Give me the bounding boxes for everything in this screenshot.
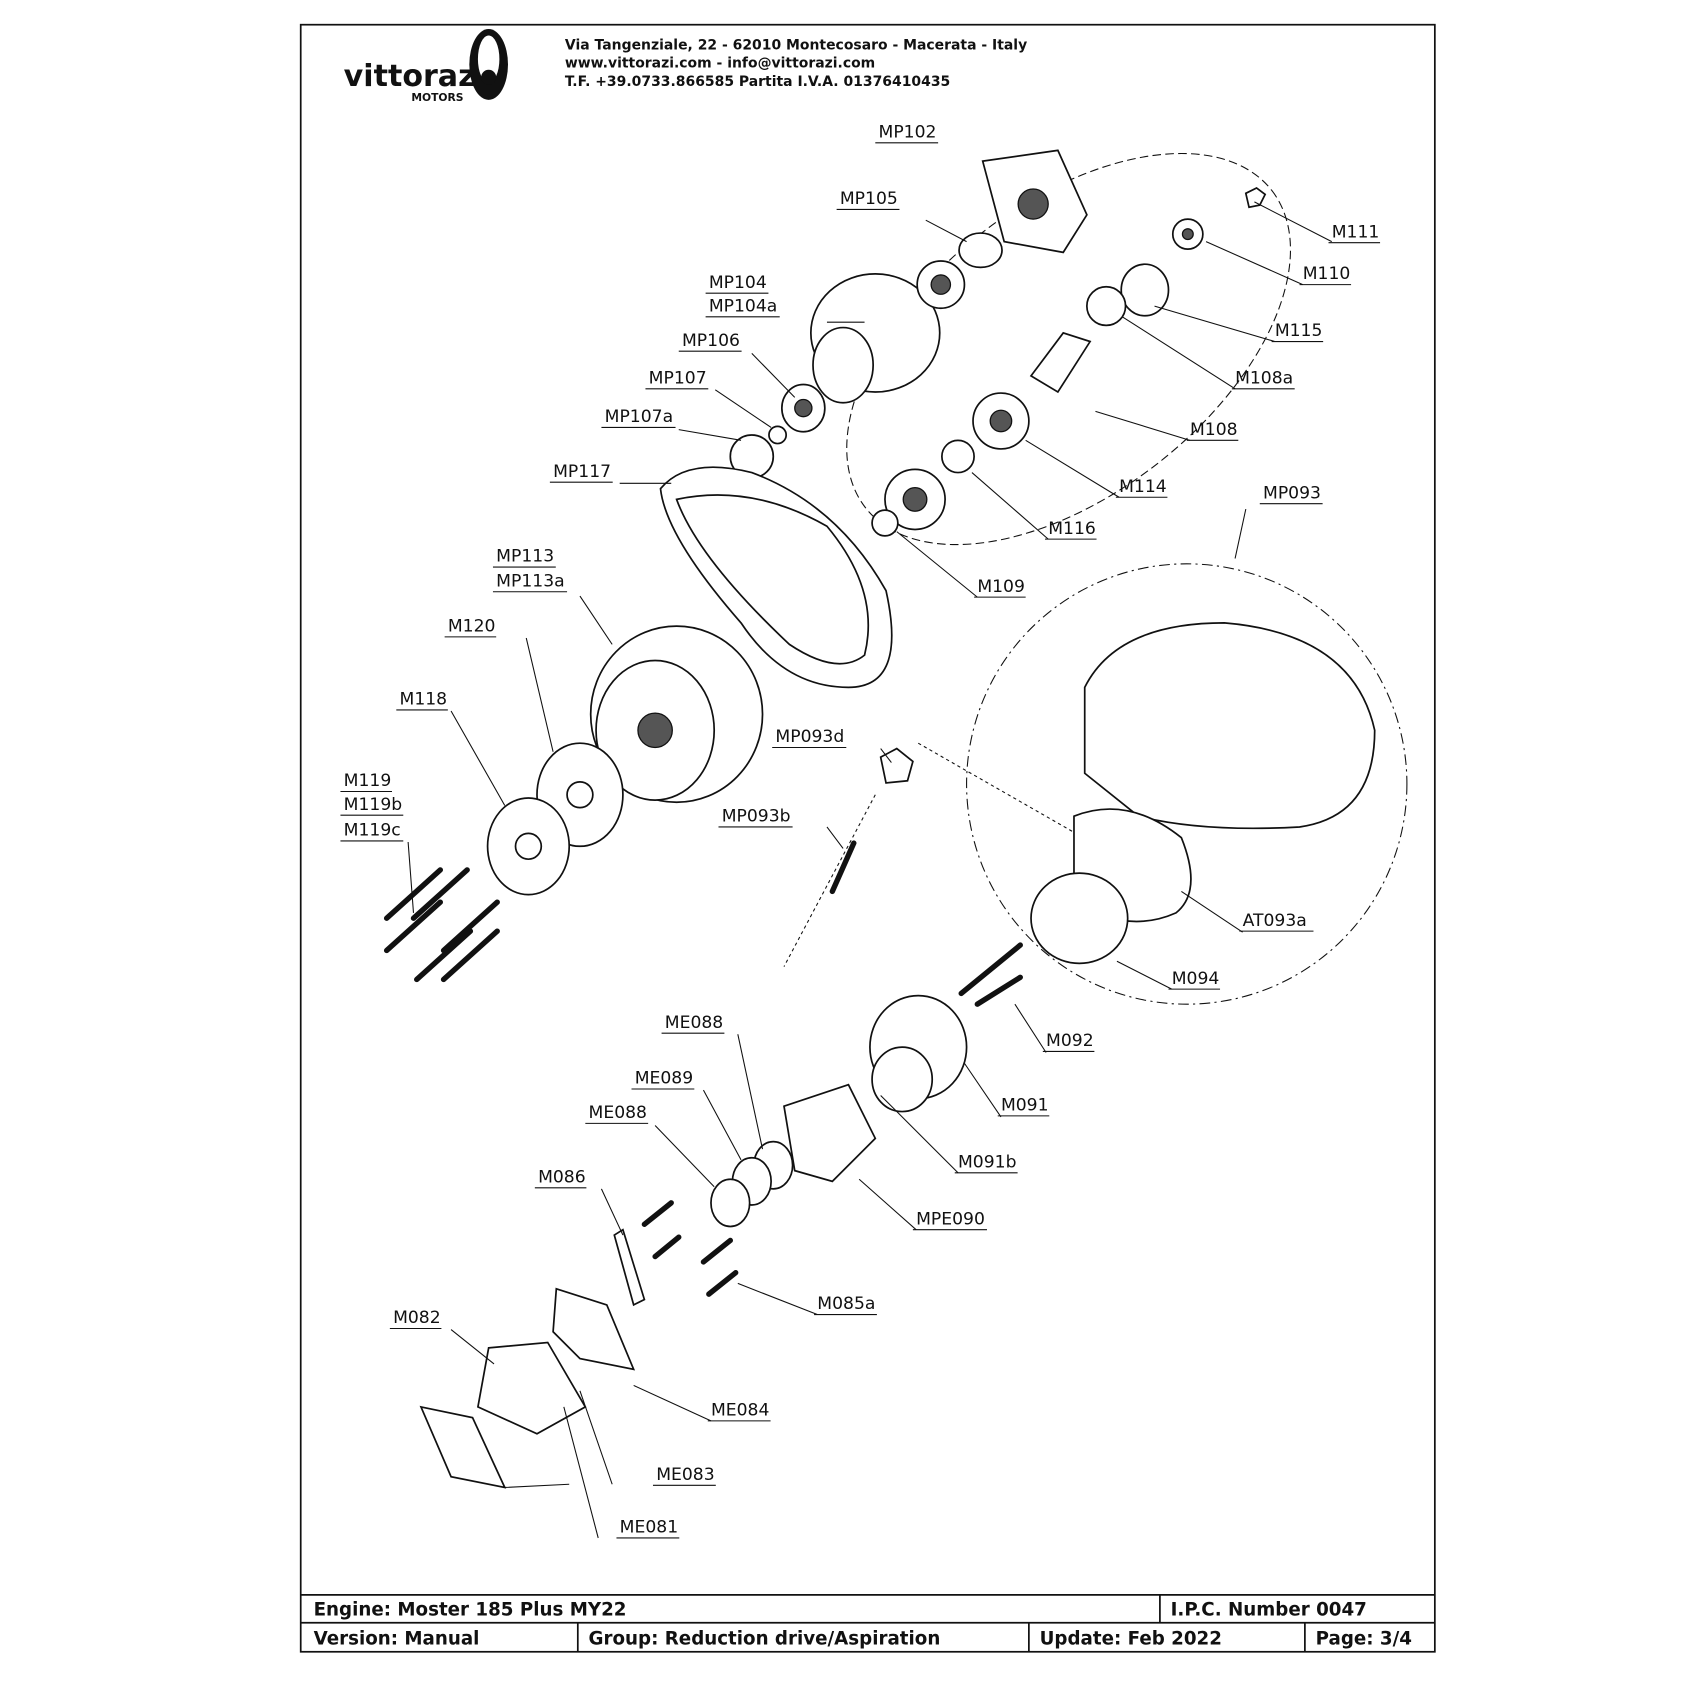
bolts xyxy=(383,840,1023,1297)
ipc-number-field: I.P.C. Number 0047 xyxy=(1171,1599,1367,1620)
update-field: Update: Feb 2022 xyxy=(1040,1628,1222,1649)
part-label: ME081 xyxy=(620,1518,678,1538)
part-label: AT093a xyxy=(1243,911,1307,931)
svg-text:MOTORS: MOTORS xyxy=(411,91,463,104)
part-label: ME088 xyxy=(665,1013,723,1033)
part-label: M111 xyxy=(1332,222,1380,242)
part-label: MP105 xyxy=(840,189,898,209)
part-label: M082 xyxy=(393,1308,441,1328)
part-label: MP102 xyxy=(879,122,937,142)
part-label: MP093b xyxy=(722,807,791,827)
page-field: Page: 3/4 xyxy=(1316,1628,1412,1649)
part-label: MPE090 xyxy=(916,1209,985,1229)
part-label: M108a xyxy=(1235,368,1293,388)
part-label: M108 xyxy=(1190,420,1238,440)
part-label: MP106 xyxy=(682,331,740,351)
part-label: M116 xyxy=(1048,519,1096,539)
part-label: MP113a xyxy=(496,571,564,591)
part-label: MP117 xyxy=(553,462,611,482)
part-label: M094 xyxy=(1172,969,1220,989)
part-label: MP093d xyxy=(775,727,844,747)
title-block: Engine: Moster 185 Plus MY22 I.P.C. Numb… xyxy=(300,1594,1435,1652)
part-label: ME083 xyxy=(656,1465,714,1485)
part-label: ME088 xyxy=(589,1103,647,1123)
part-label: M091 xyxy=(1001,1095,1049,1115)
belt-and-pulley xyxy=(486,466,893,896)
company-address: Via Tangenziale, 22 - 62010 Montecosaro … xyxy=(565,37,1027,53)
clutch-parts xyxy=(729,149,1267,537)
version-field: Version: Manual xyxy=(314,1628,480,1649)
part-label: M092 xyxy=(1046,1031,1094,1051)
leader-lines xyxy=(407,201,1332,1539)
group-outline-airbox xyxy=(966,563,1408,1005)
part-label: MP104 xyxy=(709,273,767,293)
part-label: M115 xyxy=(1275,321,1323,341)
part-label: M110 xyxy=(1303,264,1351,284)
part-label: M085a xyxy=(817,1294,875,1314)
part-label: M119b xyxy=(344,795,403,815)
part-label: ME084 xyxy=(711,1401,769,1421)
part-label: M086 xyxy=(538,1167,586,1187)
logo: vittorazi MOTORS xyxy=(344,28,508,104)
part-label: M114 xyxy=(1119,477,1167,497)
part-label: M109 xyxy=(977,577,1025,597)
group-field: Group: Reduction drive/Aspiration xyxy=(589,1628,941,1649)
part-label: MP113 xyxy=(496,547,554,567)
svg-text:vittorazi: vittorazi xyxy=(344,59,486,94)
part-label: M120 xyxy=(448,616,496,636)
part-label: ME089 xyxy=(635,1069,693,1089)
drawing-frame xyxy=(299,23,1436,1653)
company-web: www.vittorazi.com - info@vittorazi.com xyxy=(565,56,875,72)
part-labels: MP102MP105MP104MP104aMP106MP107MP107aMP1… xyxy=(340,122,1381,1539)
part-label: MP093 xyxy=(1263,483,1321,503)
company-phone: T.F. +39.0733.866585 Partita I.V.A. 0137… xyxy=(565,74,950,90)
engine-field: Engine: Moster 185 Plus MY22 xyxy=(314,1599,627,1620)
part-label: MP107 xyxy=(649,368,707,388)
part-label: M118 xyxy=(400,690,448,710)
part-label: MP104a xyxy=(709,296,777,316)
part-label: M091b xyxy=(958,1152,1016,1172)
part-label: M119 xyxy=(344,771,392,791)
part-label: MP107a xyxy=(605,407,673,427)
part-label: M119c xyxy=(344,821,401,841)
airbox-parts xyxy=(419,622,1376,1489)
